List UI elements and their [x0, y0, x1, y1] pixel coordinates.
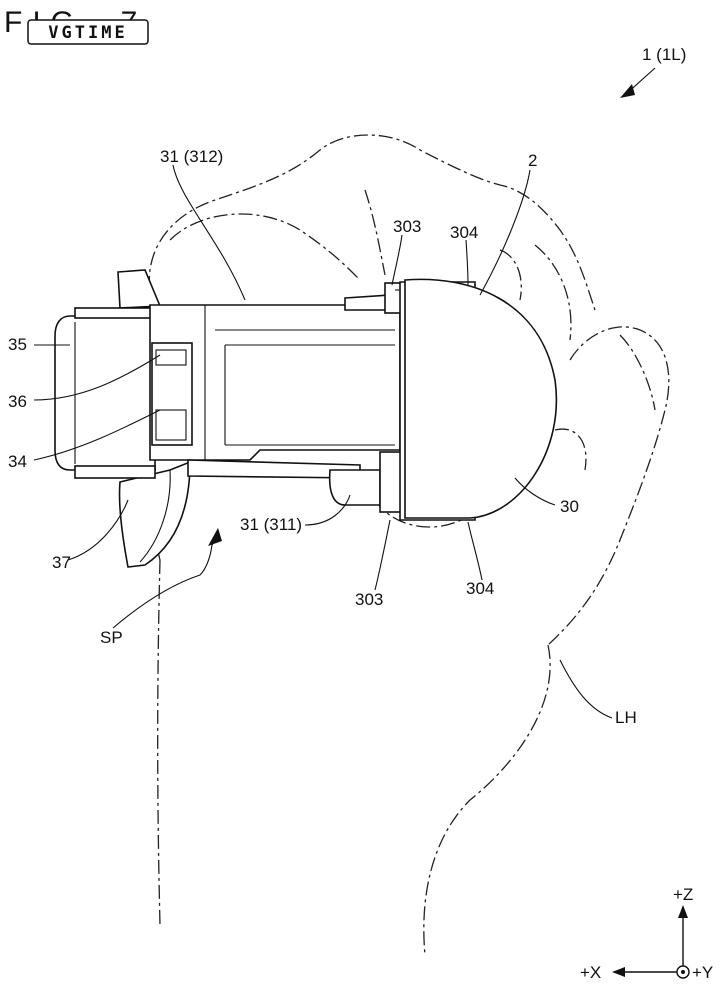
axis-triad: +Z +X +Y [580, 885, 713, 982]
label-upper-303: 303 [393, 217, 421, 236]
label-ball: 30 [560, 497, 579, 516]
labels: 1 (1L) 2 31 (312) 303 304 35 36 34 30 31… [8, 45, 686, 727]
axis-x-label: +X [580, 963, 601, 982]
label-lower-304: 304 [466, 579, 494, 598]
label-top-element: 31 (312) [160, 147, 223, 166]
hand-outline [148, 134, 670, 956]
label-device: 1 (1L) [642, 45, 686, 64]
axis-y-label: +Y [692, 963, 713, 982]
label-36: 36 [8, 392, 27, 411]
label-37: 37 [52, 553, 71, 572]
label-space: SP [100, 628, 123, 647]
label-34: 34 [8, 452, 27, 471]
label-hand: LH [615, 708, 637, 727]
controller [54, 269, 558, 568]
leader-lines [33, 67, 656, 719]
label-upper-304: 304 [450, 223, 478, 242]
label-35: 35 [8, 335, 27, 354]
label-main-body: 2 [528, 151, 537, 170]
watermark-text: VGTIME [48, 23, 127, 43]
label-lower-303: 303 [355, 590, 383, 609]
axis-z-label: +Z [673, 885, 693, 904]
watermark-logo: VGTIME [27, 19, 149, 45]
label-bottom-element: 31 (311) [240, 515, 302, 534]
